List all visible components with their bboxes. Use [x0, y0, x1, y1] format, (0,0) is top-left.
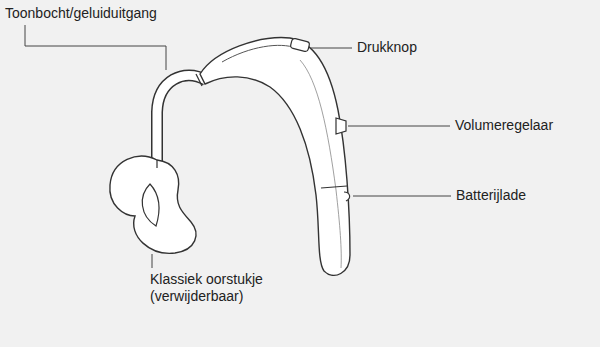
part-label: Klassiek oorstukje (verwijderbaar)	[150, 271, 290, 305]
part-label: Toonbocht/geluiduitgang	[5, 5, 157, 22]
body-seam	[300, 60, 341, 268]
earmold	[110, 156, 196, 253]
ear-hook	[157, 75, 206, 165]
leader-line	[353, 196, 451, 197]
push-button	[290, 38, 310, 52]
battery-drawer-tab	[344, 192, 350, 201]
leader-line	[25, 25, 166, 70]
earmold-bowl	[142, 184, 159, 226]
earmold-tube-joint	[156, 160, 157, 168]
ear-hook-fill	[157, 75, 206, 165]
body-ridge	[222, 45, 296, 62]
part-label: Batterijlade	[456, 187, 526, 204]
leader-line	[152, 254, 153, 268]
leader-line	[348, 126, 450, 127]
part-label: Volumeregelaar	[455, 117, 553, 134]
part-label: Drukknop	[357, 39, 417, 56]
volume-wheel	[336, 118, 346, 134]
hearing-aid-body	[200, 38, 350, 276]
battery-drawer-seam	[321, 186, 347, 188]
leader-line	[311, 48, 352, 49]
